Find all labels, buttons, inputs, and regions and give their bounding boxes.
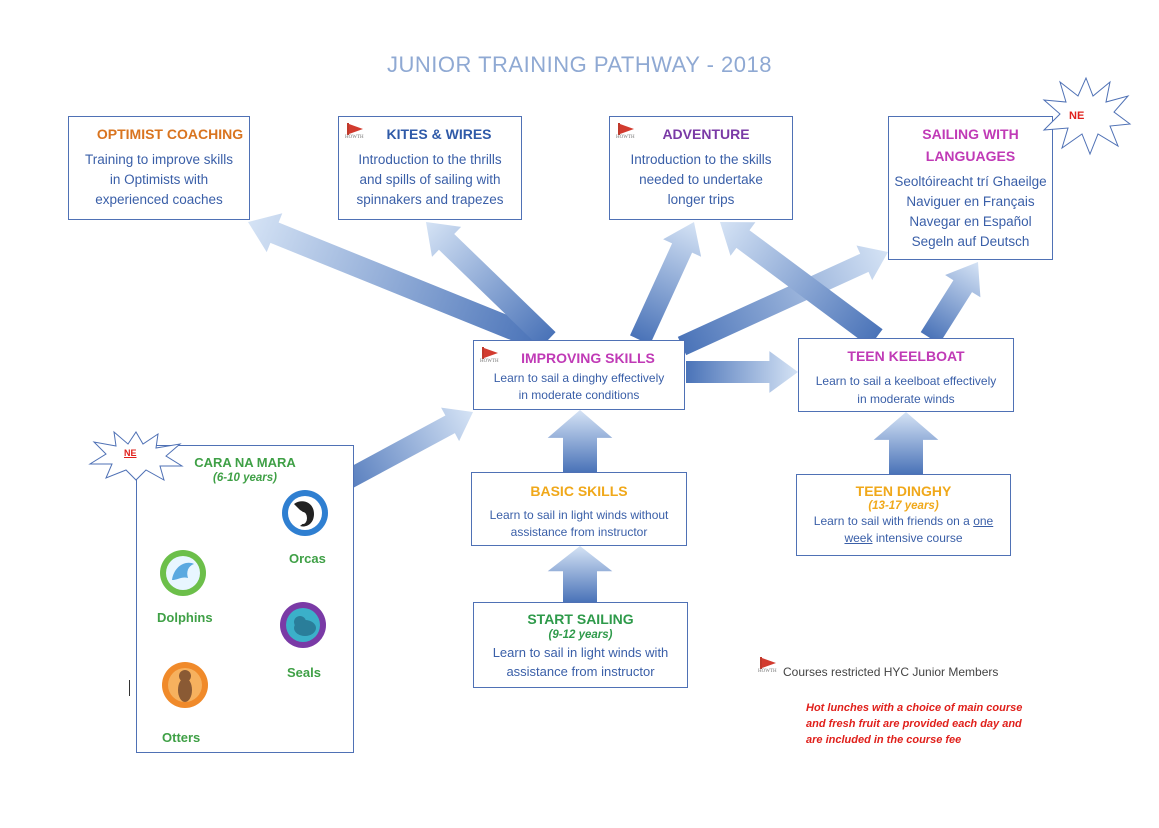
new-badge-label: NE — [1069, 110, 1085, 122]
note-line-2: and fresh fruit are provided each day an… — [806, 718, 1022, 730]
kites-wires-title: KITES & WIRES — [386, 126, 492, 142]
cara-na-mara-age: (6-10 years) — [213, 472, 277, 484]
basic-skills-box: BASIC SKILLS Learn to sail in light wind… — [471, 472, 687, 546]
orca-icon — [282, 490, 328, 536]
adventure-line-1: Introduction to the skills — [630, 152, 772, 167]
improving-line-1: Learn to sail a dinghy effectively — [493, 371, 665, 385]
kites-line-1: Introduction to the thrills — [358, 152, 502, 167]
hyc-flag-icon: HOWTH — [616, 123, 640, 141]
text-cursor — [129, 680, 130, 696]
arrow-keelboat-to-languages — [920, 262, 981, 344]
seal-icon — [280, 602, 326, 648]
improving-skills-box: HOWTH IMPROVING SKILLS Learn to sail a d… — [473, 340, 685, 410]
arrow-cara-to-improving — [327, 407, 473, 497]
note-line-1: Hot lunches with a choice of main course — [806, 702, 1023, 714]
start-line-2: assistance from instructor — [506, 664, 655, 679]
arrow-start-to-basic — [547, 546, 613, 602]
start-line-1: Learn to sail in light winds with — [492, 645, 669, 660]
new-starburst-icon — [1042, 76, 1132, 156]
teen-dinghy-age: (13-17 years) — [868, 500, 939, 512]
languages-line-2: Naviguer en Français — [906, 194, 1035, 209]
adventure-line-2: needed to undertake — [639, 172, 763, 187]
start-sailing-title: START SAILING — [527, 611, 634, 627]
basic-line-2: assistance from instructor — [510, 525, 648, 539]
start-sailing-box: START SAILING (9-12 years) Learn to sail… — [473, 602, 688, 688]
cara-na-mara-title: CARA NA MARA — [194, 455, 296, 470]
basic-skills-title: BASIC SKILLS — [530, 483, 628, 499]
arrow-improving-to-kites — [426, 222, 556, 348]
hyc-flag-icon: HOWTH — [758, 657, 782, 675]
languages-line-1: Seoltóireacht trí Ghaeilge — [894, 174, 1047, 189]
basic-line-1: Learn to sail in light winds without — [489, 508, 669, 522]
kites-line-3: spinnakers and trapezes — [356, 192, 504, 207]
adventure-title: ADVENTURE — [662, 126, 750, 142]
start-sailing-age: (9-12 years) — [548, 629, 613, 641]
arrow-basic-to-improving — [547, 410, 613, 472]
optimist-line-1: Training to improve skills — [84, 152, 234, 167]
hyc-flag-icon: HOWTH — [480, 347, 504, 365]
adventure-box: HOWTH ADVENTURE Introduction to the skil… — [609, 116, 793, 220]
otters-label: Otters — [162, 730, 201, 745]
otter-icon — [162, 662, 208, 708]
arrow-improving-to-languages — [677, 245, 888, 356]
orcas-label: Orcas — [289, 551, 326, 566]
languages-line-3: Navegar en Español — [909, 214, 1032, 229]
hyc-flag-icon: HOWTH — [345, 123, 369, 141]
lunch-note: Hot lunches with a choice of main course… — [806, 700, 1022, 748]
teen-keelboat-line-1: Learn to sail a keelboat effectively — [815, 374, 997, 388]
cara-na-mara-box: CARA NA MARA (6-10 years) — [136, 445, 354, 753]
teen-keelboat-box: TEEN KEELBOAT Learn to sail a keelboat e… — [798, 338, 1014, 412]
improving-skills-title: IMPROVING SKILLS — [521, 350, 655, 366]
languages-line-4: Segeln auf Deutsch — [911, 234, 1030, 249]
optimist-coaching-title: OPTIMIST COACHING — [96, 126, 244, 142]
teen-dinghy-title: TEEN DINGHY — [855, 483, 952, 499]
arrow-dinghy-to-keelboat — [873, 412, 939, 474]
optimist-line-3: experienced coaches — [95, 192, 223, 207]
new-badge-label: NE — [124, 448, 137, 458]
teen-dinghy-one: one — [973, 514, 994, 528]
teen-dinghy-week: week — [844, 531, 873, 545]
note-line-3: are included in the course fee — [806, 734, 962, 746]
legend-text: Courses restricted HYC Junior Members — [783, 665, 999, 679]
arrow-improving-to-adventure — [630, 222, 702, 345]
sailing-languages-title-2: LANGUAGES — [925, 148, 1016, 164]
adventure-line-3: longer trips — [667, 192, 735, 207]
seals-label: Seals — [287, 665, 321, 680]
teen-dinghy-line-1: Learn to sail with friends on a — [813, 514, 970, 528]
improving-line-2: in moderate conditions — [518, 388, 640, 402]
optimist-line-2: in Optimists with — [109, 172, 209, 187]
sailing-languages-box: SAILING WITH LANGUAGES Seoltóireacht trí… — [888, 116, 1053, 260]
kites-line-2: and spills of sailing with — [359, 172, 501, 187]
teen-keelboat-line-2: in moderate winds — [857, 392, 955, 406]
sailing-languages-title-1: SAILING WITH — [922, 126, 1019, 142]
teen-dinghy-line-2: intensive course — [872, 531, 963, 545]
page-title: JUNIOR TRAINING PATHWAY - 2018 — [387, 52, 772, 77]
kites-wires-box: HOWTH KITES & WIRES Introduction to the … — [338, 116, 522, 220]
optimist-coaching-box: OPTIMIST COACHING Training to improve sk… — [68, 116, 250, 220]
arrow-improving-to-optimist — [248, 213, 545, 351]
teen-dinghy-box: TEEN DINGHY (13-17 years) Learn to sail … — [796, 474, 1011, 556]
arrow-keelboat-to-adventure — [720, 222, 883, 347]
dolphins-label: Dolphins — [157, 610, 213, 625]
new-starburst-icon — [88, 430, 184, 482]
teen-keelboat-title: TEEN KEELBOAT — [847, 348, 965, 364]
dolphin-icon — [160, 550, 206, 596]
arrow-improving-to-keelboat — [686, 351, 798, 393]
